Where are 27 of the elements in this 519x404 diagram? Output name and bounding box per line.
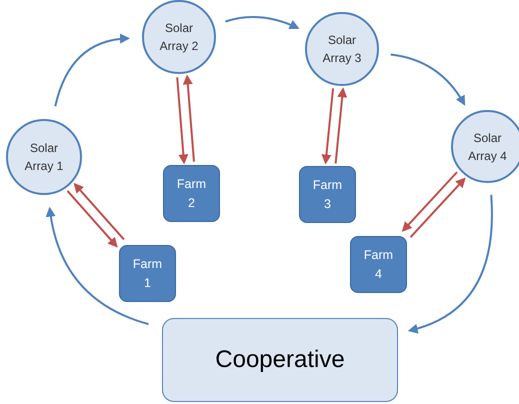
farm-box xyxy=(299,166,356,223)
farm-box xyxy=(119,245,176,302)
arrow xyxy=(408,194,493,334)
node-label: Solar Array 2 xyxy=(158,20,200,55)
node-label: Farm 4 xyxy=(362,246,394,282)
arrow xyxy=(225,16,300,30)
arrow xyxy=(176,77,188,164)
arrow xyxy=(402,171,458,232)
node-label: Solar Array 1 xyxy=(24,140,64,175)
arrow xyxy=(54,34,130,106)
node-label: Farm 3 xyxy=(312,176,344,212)
arrow xyxy=(74,182,125,240)
node-label: Farm 1 xyxy=(132,256,164,292)
farm-box xyxy=(350,236,407,293)
node-label: Cooperative xyxy=(215,345,345,375)
arrow xyxy=(321,88,334,164)
arrow xyxy=(390,53,466,106)
cooperative-box xyxy=(162,318,398,402)
farm-box xyxy=(163,165,220,222)
arrow xyxy=(66,190,118,248)
arrow xyxy=(410,177,466,238)
arrow xyxy=(46,206,149,326)
node-label: Solar Array 3 xyxy=(322,32,362,67)
arrow xyxy=(182,74,195,162)
node-label: Farm 2 xyxy=(176,176,208,212)
node-label: Solar Array 4 xyxy=(467,130,508,164)
arrow xyxy=(334,87,348,164)
